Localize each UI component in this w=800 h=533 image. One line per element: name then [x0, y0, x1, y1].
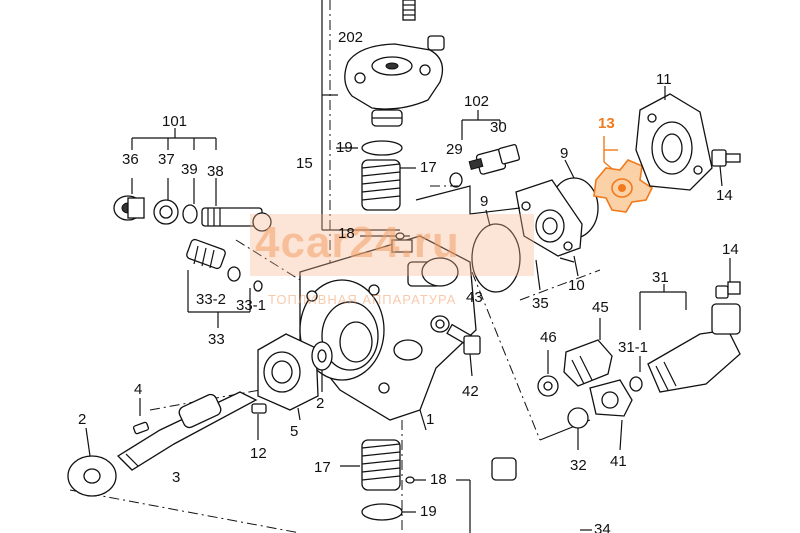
- label-43: 43: [466, 289, 483, 306]
- label-11: 11: [656, 71, 672, 88]
- part-17-spring-top: [361, 159, 401, 211]
- label-4: 4: [134, 381, 143, 398]
- label-45: 45: [592, 299, 609, 316]
- part-32-o-ring: [567, 407, 589, 429]
- label-33-2: 33-2: [196, 291, 227, 308]
- label-31-1: 31-1: [618, 339, 649, 356]
- label-31: 31: [652, 269, 669, 286]
- group-102-bracket: [461, 110, 501, 140]
- label-17-upper: 17: [420, 159, 437, 176]
- label-14-upper: 14: [716, 187, 733, 204]
- part-2-washer-small: [311, 341, 333, 392]
- label-37: 37: [158, 151, 175, 168]
- label-3: 3: [172, 469, 181, 486]
- label-15: 15: [296, 155, 313, 172]
- label-202: 202: [338, 29, 364, 46]
- part-45-fitting: [563, 318, 613, 387]
- label-33: 33: [208, 331, 225, 348]
- label-10: 10: [568, 277, 585, 294]
- part-46-washer: [537, 350, 559, 397]
- leader-10: [559, 257, 575, 263]
- part-2-thrust-washer: [67, 427, 117, 497]
- part-33-2-fitting: [186, 238, 226, 270]
- part-30-sensor: [468, 144, 520, 175]
- part-14-bolt-lower: [715, 258, 741, 299]
- label-13-highlighted: 13: [598, 115, 615, 132]
- part-38-plunger: [201, 207, 272, 232]
- label-14-lower: 14: [722, 241, 739, 258]
- part-202-valve-holder: [344, 35, 445, 127]
- label-41: 41: [610, 453, 627, 470]
- part-43-washer: [430, 315, 450, 333]
- label-33-1: 33-1: [236, 297, 267, 314]
- label-18-lower: 18: [430, 471, 447, 488]
- leader-35: [535, 259, 541, 291]
- part-11-cover: [635, 86, 713, 191]
- part-18-ring-lower: [405, 476, 415, 484]
- part-39-o-ring: [182, 204, 198, 224]
- part-17-spring-lower: [340, 439, 401, 491]
- label-36: 36: [122, 151, 139, 168]
- part-1-pump-body: [299, 235, 477, 431]
- part-4-key: [132, 421, 150, 435]
- part-13-highlighted-gear: [593, 136, 654, 213]
- label-12: 12: [250, 445, 267, 462]
- part-34-fuel-pipe: [491, 456, 592, 533]
- label-101: 101: [162, 113, 188, 130]
- label-17-lower: 17: [314, 459, 331, 476]
- label-9-upper: 9: [560, 145, 569, 162]
- part-42-bolt: [446, 323, 481, 377]
- label-19-upper: 19: [336, 139, 353, 156]
- label-30: 30: [490, 119, 507, 136]
- part-37-washer: [153, 199, 179, 225]
- label-19-lower: 19: [420, 503, 437, 520]
- label-5: 5: [290, 423, 299, 440]
- top-stud: [402, 0, 416, 21]
- group-33-bracket: [187, 270, 251, 328]
- part-9-o-ring-lower: [471, 223, 521, 293]
- part-5-roller: [257, 333, 319, 421]
- label-32: 32: [570, 457, 587, 474]
- part-12-key: [251, 403, 267, 414]
- part-10-plate: [515, 179, 583, 277]
- label-9-lower: 9: [480, 193, 489, 210]
- group-101-bracket: [131, 128, 217, 206]
- label-29: 29: [446, 141, 463, 158]
- part-14-bolt-upper: [711, 149, 741, 187]
- part-31-solenoid-valve: [629, 303, 741, 393]
- label-34: 34: [594, 521, 611, 533]
- label-1: 1: [426, 411, 435, 428]
- group-202-bracket: [321, 0, 416, 290]
- label-38: 38: [207, 163, 224, 180]
- part-18-ring-upper: [395, 232, 405, 240]
- part-o-ring-small: [227, 266, 241, 282]
- part-29-o-ring: [449, 172, 463, 188]
- part-36-plug: [113, 195, 145, 221]
- group-31-bracket: [639, 284, 687, 372]
- label-42: 42: [462, 383, 479, 400]
- label-35: 35: [532, 295, 549, 312]
- label-18-upper: 18: [338, 225, 355, 242]
- part-19-o-ring: [361, 140, 403, 156]
- label-2-left: 2: [78, 411, 87, 428]
- label-102: 102: [464, 93, 490, 110]
- label-39: 39: [181, 161, 198, 178]
- part-41-gasket: [589, 379, 633, 451]
- label-2-right: 2: [316, 395, 325, 412]
- part-33-1-ring: [253, 280, 263, 292]
- part-3-drive-shaft: [116, 391, 258, 471]
- part-19-o-ring-lower: [361, 503, 403, 521]
- label-46: 46: [540, 329, 557, 346]
